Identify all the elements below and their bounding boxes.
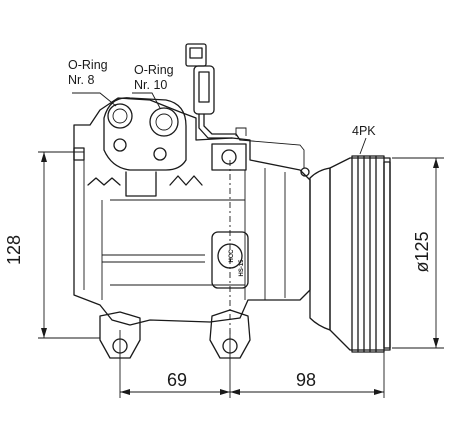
model-text: HS-15	[239, 259, 245, 277]
mount-left-dimension: 69	[167, 370, 187, 390]
oring-left-label-line1: O-Ring	[68, 58, 108, 72]
belt-label: 4PK	[352, 124, 376, 138]
oring-left-label-line2: Nr. 8	[68, 73, 94, 87]
compressor-body	[73, 97, 311, 326]
oring-leaders	[72, 92, 367, 155]
logo-text: HCC	[229, 249, 235, 263]
rear-ports	[103, 97, 187, 197]
pulley	[309, 155, 391, 353]
pulley-diameter-dimension: ø125	[412, 231, 432, 272]
height-dimension: 128	[4, 235, 24, 265]
mount-right-dimension: 98	[296, 370, 316, 390]
top-mount-ear	[211, 143, 247, 171]
oring-right-label-line1: O-Ring	[134, 63, 174, 77]
electrical-connector	[185, 43, 310, 177]
oring-right-label-line2: Nr. 10	[134, 78, 167, 92]
bottom-mount-ears	[99, 309, 251, 359]
dimension-lines	[38, 151, 444, 398]
